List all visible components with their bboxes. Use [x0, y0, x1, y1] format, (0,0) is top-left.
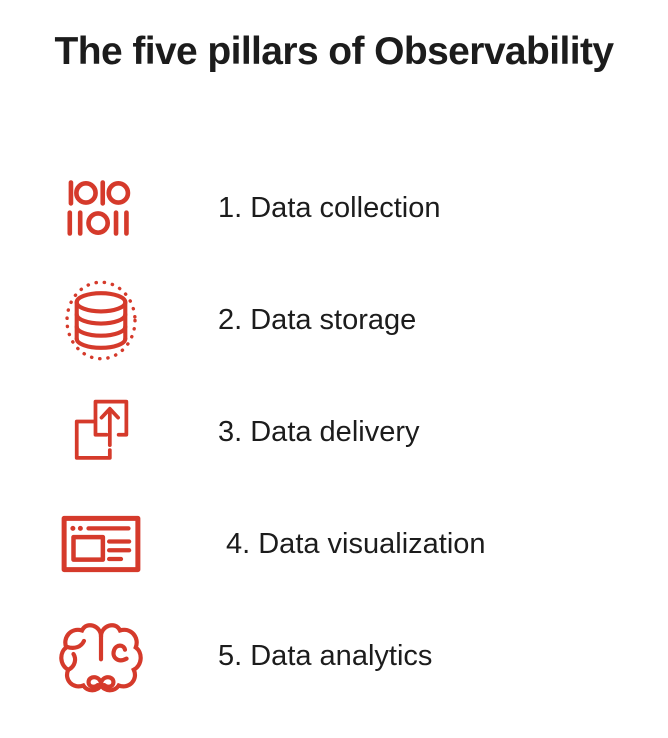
pillar-label: 3. Data delivery — [218, 415, 420, 448]
pillar-label: 4. Data visualization — [226, 527, 486, 560]
pillar-label: 2. Data storage — [218, 303, 417, 336]
pillar-list: 1. Data collection 2. Data storage — [40, 152, 668, 712]
brain-icon — [40, 618, 162, 694]
pillar-row-data-visualization: 4. Data visualization — [40, 488, 668, 600]
pillar-label: 1. Data collection — [218, 191, 441, 224]
infographic: The five pillars of Observability 1. Dat… — [40, 30, 668, 712]
upload-squares-icon — [40, 395, 162, 470]
browser-window-icon — [40, 515, 162, 573]
database-icon — [40, 278, 162, 363]
page-title: The five pillars of Observability — [54, 30, 614, 73]
pillar-row-data-analytics: 5. Data analytics — [40, 600, 668, 712]
pillar-row-data-collection: 1. Data collection — [40, 152, 668, 264]
pillar-row-data-delivery: 3. Data delivery — [40, 376, 668, 488]
pillar-label: 5. Data analytics — [218, 639, 433, 672]
pillar-row-data-storage: 2. Data storage — [40, 264, 668, 376]
binary-code-icon — [40, 179, 162, 237]
